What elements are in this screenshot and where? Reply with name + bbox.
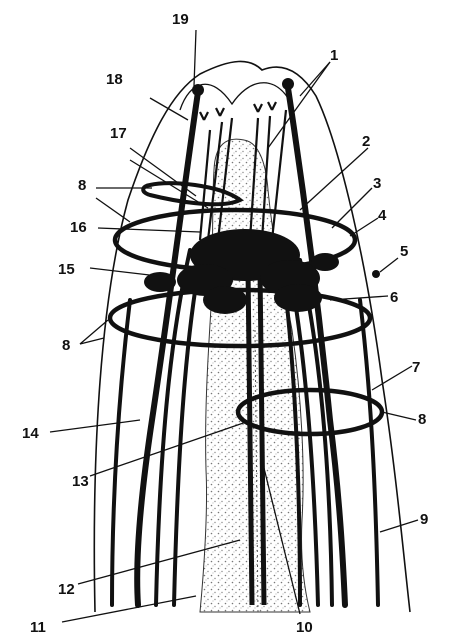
label-6: 6: [390, 289, 398, 306]
label-2: 2: [362, 133, 370, 150]
label-18: 18: [106, 71, 123, 88]
label-13: 13: [72, 473, 89, 490]
label-8-right: 8: [418, 411, 426, 428]
label-15: 15: [58, 261, 75, 278]
label-8-lower: 8: [62, 337, 70, 354]
label-4: 4: [378, 207, 387, 224]
label-9: 9: [420, 511, 428, 528]
label-11: 11: [30, 619, 46, 636]
label-16: 16: [70, 219, 87, 236]
label-12: 12: [58, 581, 75, 598]
label-19: 19: [172, 11, 189, 28]
label-10: 10: [296, 619, 313, 636]
label-7: 7: [412, 359, 420, 376]
label-3: 3: [373, 175, 381, 192]
label-17: 17: [110, 125, 127, 142]
label-8-upper: 8: [78, 177, 86, 194]
label-5: 5: [400, 243, 408, 260]
label-14: 14: [22, 425, 39, 442]
label-1: 1: [330, 47, 338, 64]
